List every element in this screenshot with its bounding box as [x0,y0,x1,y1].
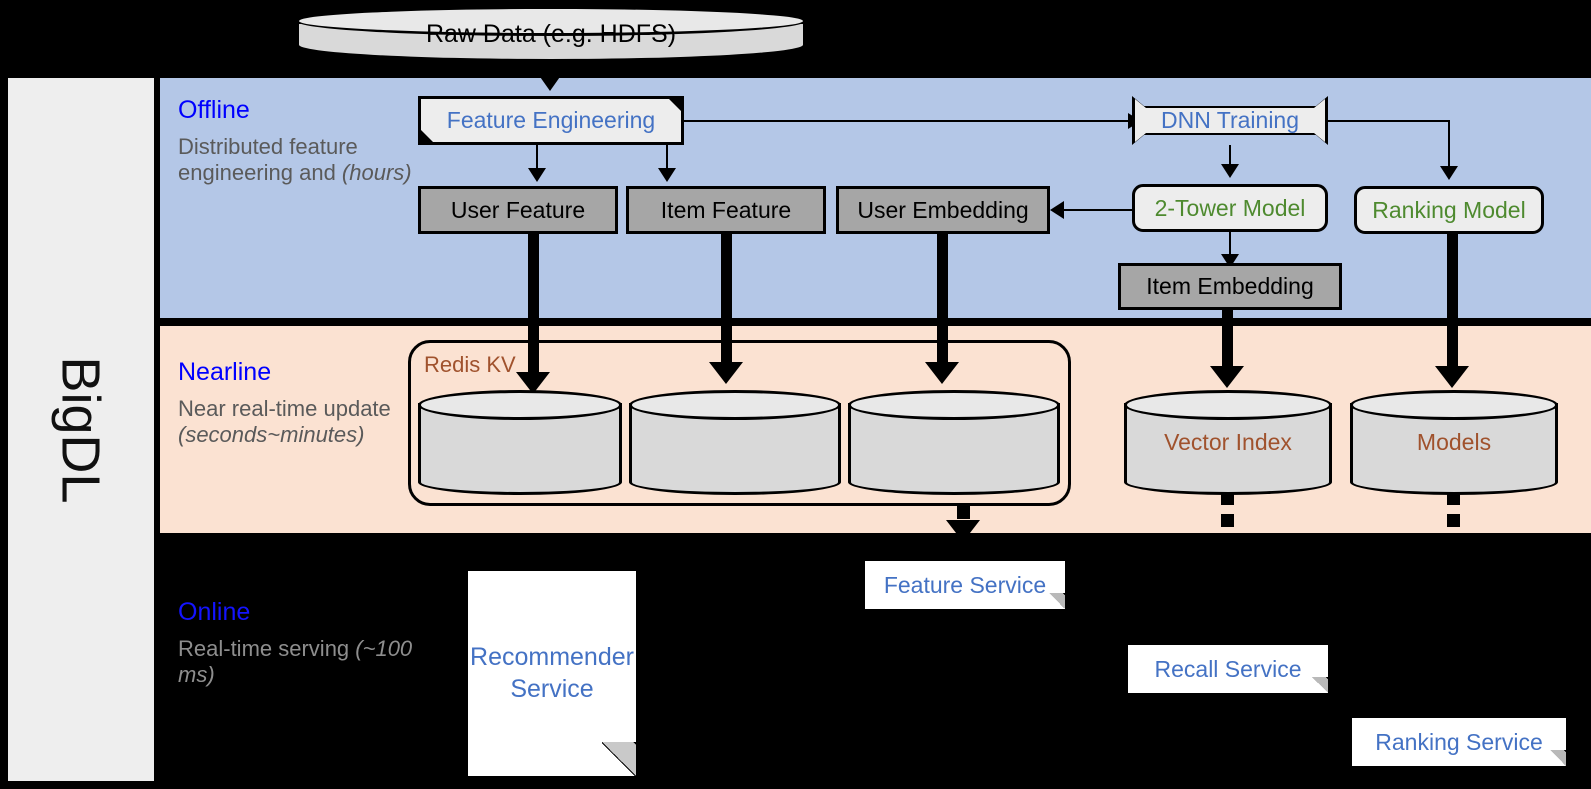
band-subtitle-offline-text: Distributed feature engineering and [178,134,358,186]
pipe-itemembedding-vectorindex [1222,310,1233,378]
dash-stub-feature-service [957,506,970,519]
band-title-online: Online [178,598,251,626]
redis-kv-label: Redis KV [424,352,516,377]
node-recall-service[interactable]: Recall Service [1128,645,1328,693]
arrowhead-userfeature-redis [516,372,550,394]
arrowhead-fe-itemfeature [658,168,676,182]
arrowhead-dnn-twotower [1221,164,1239,178]
feature-engineering-label: Feature Engineering [421,99,681,142]
arrowhead-twotower-userembedding [1050,201,1064,219]
node-item-embedding[interactable]: Item Embedding [1118,263,1342,310]
dash-stub-vector-index-1 [1221,492,1234,505]
dash-stub-vector-index-2 [1221,514,1234,527]
page-fold-icon [1312,677,1328,693]
node-feature-service[interactable]: Feature Service [865,561,1065,609]
cylinder-top [1124,390,1332,420]
connector-dnn-ranking-v [1448,120,1450,168]
pipe-userfeature-redis [528,234,539,384]
connector-rawdata-fe [550,62,554,80]
page-fold-icon [602,742,636,776]
band-subtitle-nearline-italic: (seconds~minutes) [178,422,365,448]
redis-kv-group [408,340,1071,506]
redis-cylinder-user-feature [418,390,622,495]
recommender-service-label: Recommender Service [470,643,634,703]
node-user-embedding[interactable]: User Embedding [836,186,1050,234]
arrowhead-rankingmodel-models [1435,366,1469,388]
arrowhead-redis-featureservice [946,520,980,542]
band-title-offline: Offline [178,96,250,124]
cylinder-top [418,390,622,420]
node-item-feature[interactable]: Item Feature [626,186,826,234]
node-recommender-service[interactable]: Recommender Service [468,571,636,776]
bigdl-label: BigDL [51,355,112,504]
band-subtitle-nearline: Near real-time update (seconds~minutes) [178,396,418,449]
node-2-tower-model[interactable]: 2-Tower Model [1132,184,1328,232]
node-ranking-model[interactable]: Ranking Model [1354,186,1544,234]
recall-service-label: Recall Service [1154,655,1302,682]
redis-cylinder-user-embedding [848,390,1060,495]
band-title-nearline: Nearline [178,358,272,386]
arrowhead-fe-userfeature [528,168,546,182]
pipe-rankingmodel-models [1447,234,1458,378]
bigdl-sidebar: BigDL [8,78,154,781]
cylinder-top [629,390,841,420]
dash-stub-models-2 [1447,514,1460,527]
band-subtitle-offline-italic: (hours) [341,160,412,186]
band-caption-offline: Offline Distributed feature engineering … [178,96,418,187]
arrowhead-itemembedding-vectorindex [1210,366,1244,388]
page-fold-icon [1550,750,1566,766]
ranking-service-label: Ranking Service [1375,728,1543,755]
connector-dnn-ranking-h [1328,120,1450,122]
band-caption-online: Online Real-time serving (~100 ms) [178,598,418,689]
arrowhead-userembedding-redis [925,362,959,384]
page-fold-icon [1049,593,1065,609]
arrowhead-itemfeature-redis [709,362,743,384]
connector-fe-userfeature [536,145,538,170]
band-subtitle-online: Real-time serving (~100 ms) [178,636,418,689]
dash-stub-models-1 [1447,492,1460,505]
raw-data-label: Raw Data (e.g. HDFS) [425,19,677,48]
band-subtitle-online-text: Real-time serving [178,636,356,661]
pipe-userembedding-redis [937,234,948,374]
band-subtitle-online-italic: (~100 ms) [178,636,413,688]
feature-service-label: Feature Service [883,571,1047,598]
models-label: Models [1416,429,1492,455]
connector-twotower-userembedding [1060,209,1132,211]
arrowhead-rawdata-fe [538,74,562,91]
vector-index-cylinder: Vector Index [1124,390,1332,495]
redis-cylinder-item-feature [629,390,841,495]
connector-fe-itemfeature [666,145,668,170]
cylinder-top [848,390,1060,420]
vector-index-label: Vector Index [1164,429,1292,455]
raw-data-cylinder: Raw Data (e.g. HDFS) [296,6,806,62]
connector-fe-dnn [684,120,1130,122]
raw-data-top [296,6,806,36]
band-caption-nearline: Nearline Near real-time update (seconds~… [178,358,418,449]
models-cylinder: Models [1350,390,1558,495]
arrowhead-dnn-ranking [1440,166,1458,180]
node-ranking-service[interactable]: Ranking Service [1352,718,1566,766]
cylinder-top [1350,390,1558,420]
node-feature-engineering[interactable]: Feature Engineering [418,96,684,145]
connector-twotower-itemembedding [1229,232,1231,258]
band-subtitle-nearline-text: Near real-time update [178,396,391,421]
pipe-itemfeature-redis [721,234,732,374]
node-user-feature[interactable]: User Feature [418,186,618,234]
connector-dnn-twotower [1229,145,1231,167]
band-subtitle-offline: Distributed feature engineering and (hou… [178,134,418,187]
